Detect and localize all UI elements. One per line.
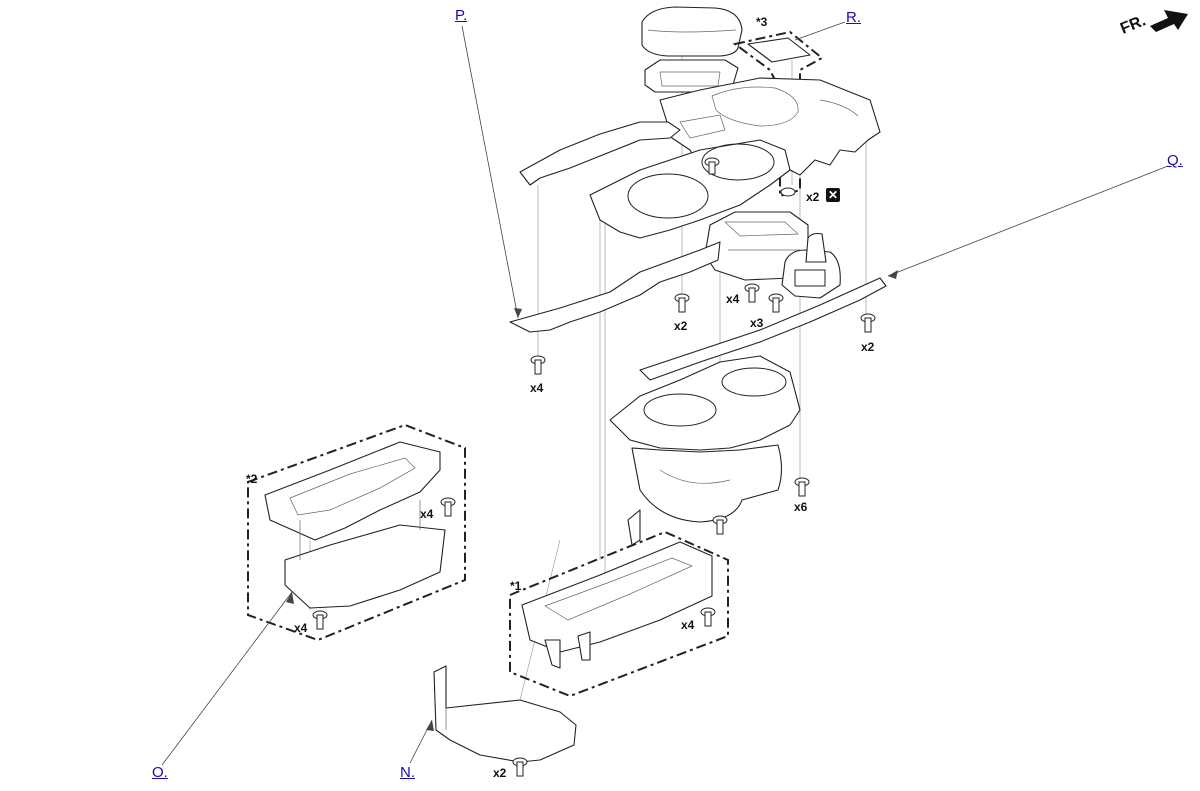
screw-icon [674,293,690,313]
screw-icon [512,757,528,777]
screw-icon [312,610,328,630]
quantity-label: x6 [794,500,808,514]
dashed-box-1 [509,530,729,698]
reference-link-p[interactable]: P. [455,7,468,24]
quantity-label: x4 [420,507,434,521]
front-direction-arrow-icon [1150,10,1188,32]
screw-icon [700,607,716,627]
screw-icon [780,187,796,197]
screw-icon [530,355,546,375]
quantity-label: x2 [861,340,875,354]
screw-icon [440,497,456,517]
shift-bezel-trim [519,121,681,186]
screw-icon [768,293,784,313]
screw-icon [860,313,876,333]
shift-module [704,211,841,299]
do-not-reuse-icon: ✕ [826,188,840,202]
note-2-label: *2 [246,472,258,486]
note-3-label: *3 [756,15,768,29]
armrest-lid [641,6,743,57]
reference-link-r[interactable]: R. [846,9,861,26]
dashed-box-2 [247,423,466,642]
cup-holder-body [609,355,801,546]
dashed-part-3 [732,30,824,198]
reference-link-n[interactable]: N. [400,764,415,781]
screw-icon [712,515,728,535]
quantity-label: x4 [726,292,740,306]
quantity-label: x4 [681,618,695,632]
quantity-label: x3 [750,316,764,330]
quantity-label: x4 [294,621,308,635]
console-side-trim [509,241,887,381]
note-1-label: *1 [510,579,522,593]
quantity-label: x2 [674,319,688,333]
reference-link-o[interactable]: O. [152,764,168,781]
bottom-bracket [433,665,577,763]
reference-link-q[interactable]: Q. [1167,152,1183,169]
quantity-label: x2 [493,766,507,780]
cup-holder-panel [589,139,791,239]
screw-icon [744,283,760,303]
quantity-label: x4 [530,381,544,395]
screw-group [312,157,876,777]
screw-icon [704,157,720,175]
quantity-label: x2 [806,190,820,204]
reference-leaders [161,21,1169,766]
screw-icon [794,477,810,497]
